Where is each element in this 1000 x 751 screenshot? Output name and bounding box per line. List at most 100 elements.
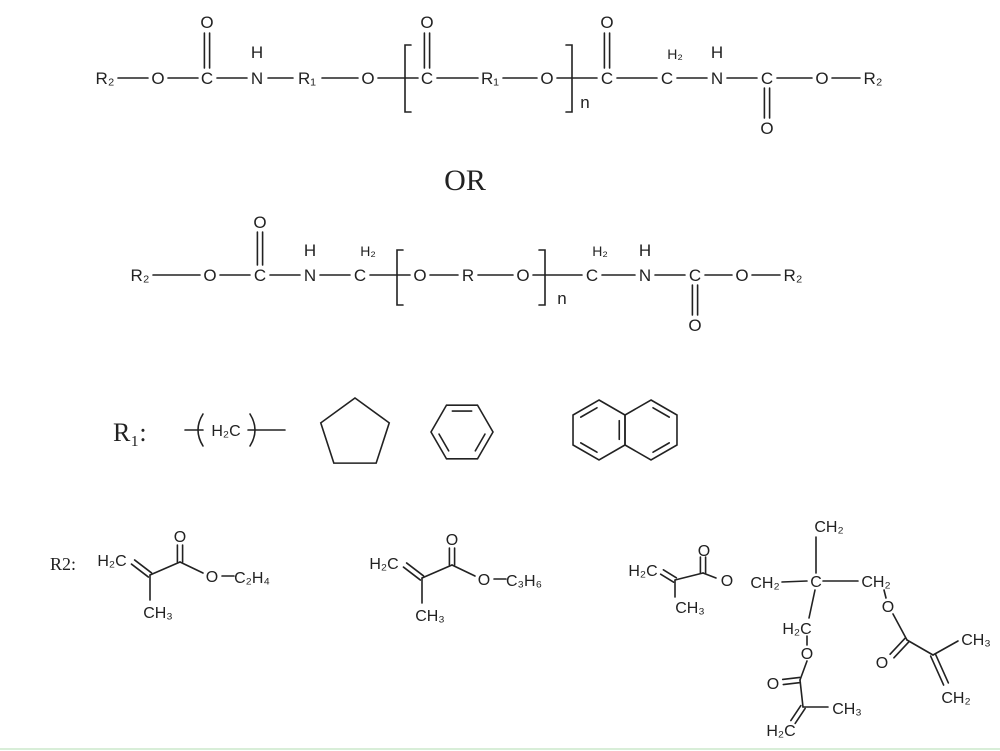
atom-label: O [446, 532, 458, 549]
double-bond [931, 654, 949, 685]
formula-1: R₂OCONHR₁OCOR₁OnCOCH₂NHCOOR₂ [96, 13, 883, 138]
atom-label: CH₂ [814, 519, 843, 536]
atom-label: O [882, 599, 894, 616]
formula-2: R₂OCONHCH₂OROnCH₂NHCOOR₂ [131, 213, 803, 335]
atom-label: CH₃ [675, 600, 705, 617]
single-bond [893, 614, 907, 640]
atom-label: H₂ [592, 243, 608, 259]
atom-label: H₂ [360, 243, 376, 259]
single-bond [800, 661, 807, 680]
atom-label: O [760, 119, 773, 138]
methylene-label: H₂C [211, 423, 240, 440]
atom-label: O [600, 13, 613, 32]
single-bond [782, 581, 807, 582]
atom-label: H₂C [628, 563, 657, 580]
double-bond [257, 232, 262, 265]
double-bond [177, 545, 182, 562]
double-bond [131, 560, 151, 577]
atom-label: R [462, 266, 474, 285]
atom-label: C [601, 69, 613, 88]
atom-label: O [174, 529, 186, 546]
atom-label: n [557, 289, 566, 308]
atom-label: O [688, 316, 701, 335]
r1-group: R₁: H₂C [113, 398, 677, 463]
atom-label: C [254, 266, 266, 285]
atom-label: O [203, 266, 216, 285]
atom-label: CH₃ [832, 701, 862, 718]
atom-label: C [689, 266, 701, 285]
cyclopentane-icon [321, 398, 389, 463]
atom-label: O [540, 69, 553, 88]
atom-label: O [361, 69, 374, 88]
double-bond [604, 33, 609, 68]
atom-label: O [735, 266, 748, 285]
open-bracket [397, 250, 403, 305]
atom-label: CH₂ [941, 690, 970, 707]
atom-label: R₂ [96, 69, 115, 88]
single-bond [809, 590, 815, 618]
atom-label: H₂C [369, 556, 398, 573]
atom-label: O [721, 573, 733, 590]
atom-label: H [304, 241, 316, 260]
atom-label: n [580, 93, 589, 112]
single-bond [907, 640, 933, 655]
atom-label: O [767, 676, 779, 693]
atom-label: H₂C [97, 553, 126, 570]
r2-structure-b: H₂C CH₃ O O C₃H₆ [369, 532, 542, 625]
double-bond [692, 285, 697, 315]
atom-label: C [354, 266, 366, 285]
atom-label: R₂ [131, 266, 150, 285]
atom-label: C [761, 69, 773, 88]
double-bond [403, 563, 423, 580]
atom-label: H [639, 241, 651, 260]
double-bond [661, 570, 677, 582]
atom-label: CH₃ [415, 608, 445, 625]
atom-label: H₂C [766, 723, 795, 740]
atom-label: N [251, 69, 263, 88]
atom-label: O [801, 646, 813, 663]
atom-label: O [413, 266, 426, 285]
or-separator: OR [444, 164, 486, 197]
single-bond [933, 641, 958, 655]
double-bond [783, 677, 801, 684]
atom-label: N [304, 266, 316, 285]
double-bond [791, 706, 805, 724]
atom-label: R₁ [481, 69, 499, 88]
single-bond [452, 565, 475, 576]
atom-label: CH₂ [861, 574, 890, 591]
double-bond [890, 638, 909, 658]
atom-label: O [151, 69, 164, 88]
atom-label: C [661, 69, 673, 88]
single-bond [180, 562, 203, 573]
atom-label: C₂H₄ [234, 570, 270, 587]
atom-label: H₂C [782, 621, 811, 638]
atom-label: O [253, 213, 266, 232]
atom-label: C [810, 574, 822, 591]
atom-label: R₁ [298, 69, 316, 88]
single-bond [675, 573, 703, 580]
atom-label: O [698, 543, 710, 560]
single-bond [703, 573, 716, 578]
atom-label: CH₂ [750, 575, 779, 592]
single-bond [800, 680, 803, 707]
benzene-icon [431, 405, 493, 459]
atom-label: O [478, 572, 490, 589]
atom-label: R₂ [784, 266, 803, 285]
double-bond [764, 88, 769, 118]
atom-label: N [711, 69, 723, 88]
atom-label: H₂ [667, 46, 683, 62]
r1-label: R₁: [113, 418, 147, 447]
methylene-icon: H₂C [185, 414, 285, 446]
double-bond [449, 548, 454, 565]
r2-structure-a: H₂CCH₃OOC₂H₄ [97, 529, 270, 622]
atom-label: C₃H₆ [506, 573, 542, 590]
atom-label: R₂ [864, 69, 883, 88]
single-bond [150, 562, 180, 575]
atom-label: O [200, 13, 213, 32]
double-bond [424, 33, 429, 68]
atom-label: CH₃ [143, 605, 173, 622]
atom-label: O [876, 655, 888, 672]
atom-label: O [516, 266, 529, 285]
single-bond [422, 565, 452, 578]
